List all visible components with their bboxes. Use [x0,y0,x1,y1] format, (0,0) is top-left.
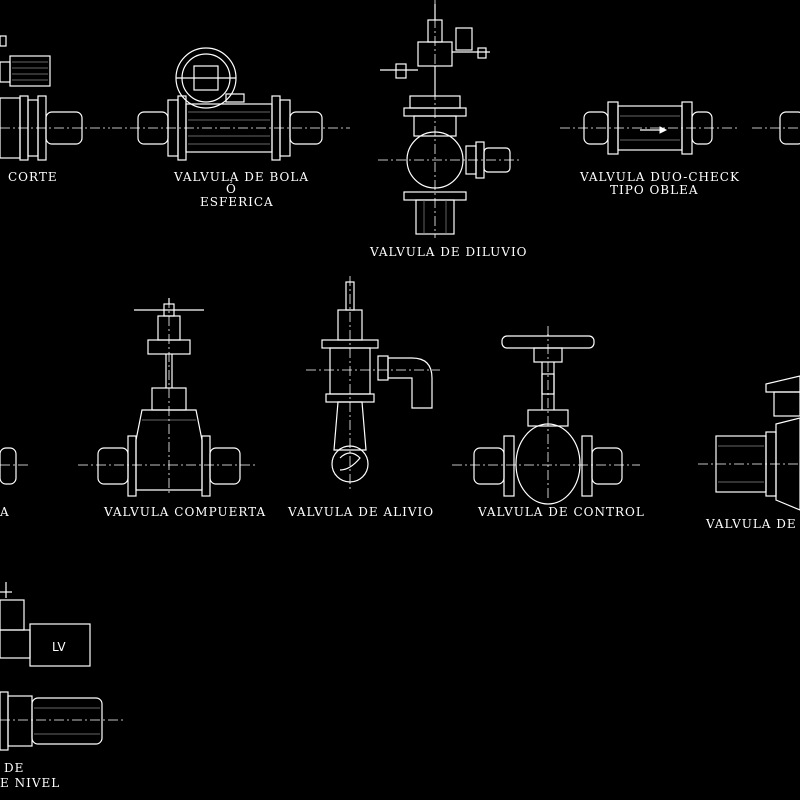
label-bola-1: VALVULA DE BOLA [173,170,309,184]
label-duo-1: VALVULA DUO-CHECK [579,170,740,184]
label-bola-2: Ó [226,180,237,196]
label-diluvio: VALVULA DE DILUVIO [369,245,528,259]
label-alivio: VALVULA DE ALIVIO [287,505,434,519]
label-compuerta: VALVULA COMPUERTA [103,505,266,519]
valve-bola-symbol [112,47,350,161]
valve-compuerta-symbol [78,298,258,497]
label-corte: CORTE [8,170,58,184]
label-es: VALVULA DE ES [705,517,800,531]
valve-es-symbol [698,375,800,511]
label-nivel-1: DE [4,761,24,775]
valve-control-symbol [452,326,640,505]
label-a: A [0,505,10,519]
valve-a-symbol [0,447,30,485]
valve-diluvio-symbol [378,0,520,238]
label-duo-2: TIPO OBLEA [610,183,699,197]
label-nivel-2: E NIVEL [0,776,60,790]
label-lv: LV [52,640,66,654]
label-control: VALVULA DE CONTROL [477,505,645,519]
valve-alivio-symbol [306,276,440,490]
label-bola-3: ESFERICA [200,195,274,209]
valve-nivel-symbol: LV [0,582,126,751]
valve-corte-symbol [0,35,110,161]
valve-duo-check-symbol [560,101,800,155]
